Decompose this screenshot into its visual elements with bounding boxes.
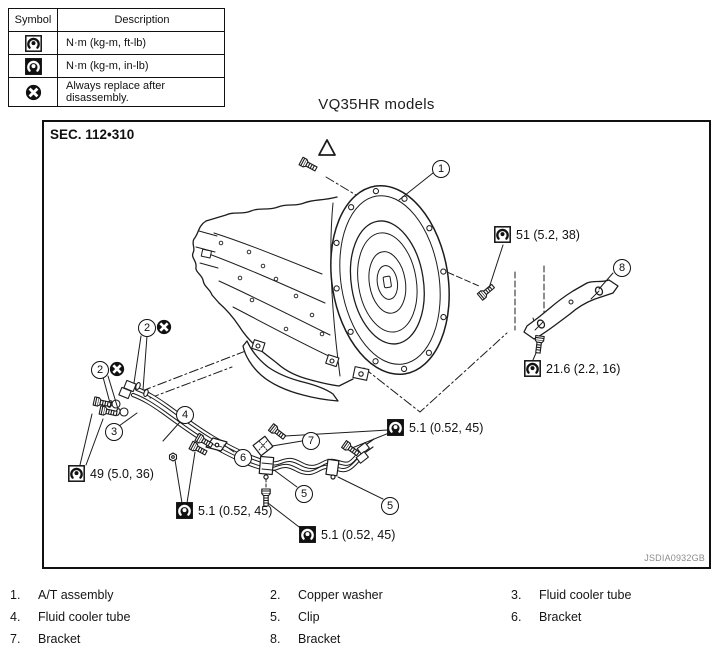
part-label: Fluid cooler tube: [539, 588, 632, 602]
part-label: Clip: [298, 610, 320, 624]
figure-code: JSDIA0932GB: [644, 553, 705, 563]
torque-wrench-filled-icon: [299, 526, 316, 543]
part-number: 8.: [270, 632, 281, 646]
part-label: Bracket: [38, 632, 81, 646]
legend-desc: Always replace after disassembly.: [57, 77, 225, 107]
bracket8-plane-lines: [439, 265, 545, 331]
part-label: Fluid cooler tube: [38, 610, 131, 624]
figure-frame: [42, 120, 711, 569]
torque-value: 5.1 (0.52, 45): [321, 527, 396, 542]
torque-label: 51 (5.2, 38): [494, 226, 580, 243]
part-item: 1. A/T assembly: [10, 588, 270, 602]
torque-wrench-outline-icon: [494, 226, 511, 243]
callout-4: 4: [176, 406, 194, 424]
torque-value: 21.6 (2.2, 16): [546, 361, 621, 376]
part-label: Copper washer: [298, 588, 383, 602]
torque-label: 49 (5.0, 36): [68, 465, 154, 482]
part-item: 4. Fluid cooler tube: [10, 610, 270, 624]
part-item: 5. Clip: [270, 610, 511, 624]
bracket-7-drawing: [252, 435, 274, 457]
torque-label: 5.1 (0.52, 45): [387, 419, 483, 436]
torque-wrench-outline-icon: [24, 34, 42, 52]
callout-1: 1: [432, 160, 450, 178]
torque-wrench-outline-icon: [524, 360, 541, 377]
leader-lines: [79, 172, 614, 531]
part-item: 2. Copper washer: [270, 588, 511, 602]
part-item: 7. Bracket: [10, 632, 270, 646]
callout-7: 7: [302, 432, 320, 450]
triangle-mark: [318, 139, 336, 156]
torque-value: 49 (5.0, 36): [90, 466, 154, 481]
bracket-8-drawing: [523, 279, 619, 340]
parts-list: 1. A/T assembly 2. Copper washer 3. Flui…: [10, 588, 712, 646]
callout-2: 2: [138, 319, 156, 337]
bracket-6-drawing: [205, 437, 228, 452]
callout-5: 5: [295, 485, 313, 503]
replace-after-disassembly-icon: [156, 319, 172, 335]
part-number: 2.: [270, 588, 281, 602]
part-number: 4.: [10, 610, 21, 624]
part-item: 3. Fluid cooler tube: [511, 588, 712, 602]
part-number: 3.: [511, 588, 522, 602]
callout-3: 3: [105, 423, 123, 441]
torque-value: 5.1 (0.52, 45): [198, 503, 273, 518]
callout-6: 6: [234, 449, 252, 467]
callout-5: 5: [381, 497, 399, 515]
part-number: 5.: [270, 610, 281, 624]
torque-label: 21.6 (2.2, 16): [524, 360, 620, 377]
part-item: 8. Bracket: [270, 632, 511, 646]
torque-label: 5.1 (0.52, 45): [299, 526, 395, 543]
legend-header-description: Description: [57, 8, 225, 32]
legend-row: Always replace after disassembly.: [8, 77, 225, 107]
symbol-legend-table: Symbol Description N·m (kg-m, ft-lb): [8, 8, 225, 107]
torque-wrench-filled-icon: [176, 502, 193, 519]
torque-label: 5.1 (0.52, 45): [176, 502, 272, 519]
part-label: Bracket: [298, 632, 341, 646]
replace-after-disassembly-icon: [109, 361, 125, 377]
at-assembly-drawing: [191, 184, 450, 402]
part-label: A/T assembly: [38, 588, 114, 602]
torque-wrench-filled-icon: [387, 419, 404, 436]
replace-after-disassembly-icon: [25, 84, 41, 100]
part-label: Bracket: [539, 610, 582, 624]
figure-title: VQ35HR models: [318, 96, 435, 113]
part-number: 7.: [10, 632, 21, 646]
legend-header-symbol: Symbol: [8, 8, 58, 32]
torque-value: 51 (5.2, 38): [516, 227, 580, 242]
part-item: 6. Bracket: [511, 610, 712, 624]
callout-2: 2: [91, 361, 109, 379]
torque-wrench-filled-icon: [24, 57, 42, 75]
part-number: 1.: [10, 588, 21, 602]
fluid-cooler-tubes-drawing: [107, 379, 375, 489]
callout-8: 8: [613, 259, 631, 277]
torque-wrench-outline-icon: [68, 465, 85, 482]
torque-value: 5.1 (0.52, 45): [409, 420, 484, 435]
part-number: 6.: [511, 610, 522, 624]
section-label: SEC. 112•310: [50, 127, 135, 142]
